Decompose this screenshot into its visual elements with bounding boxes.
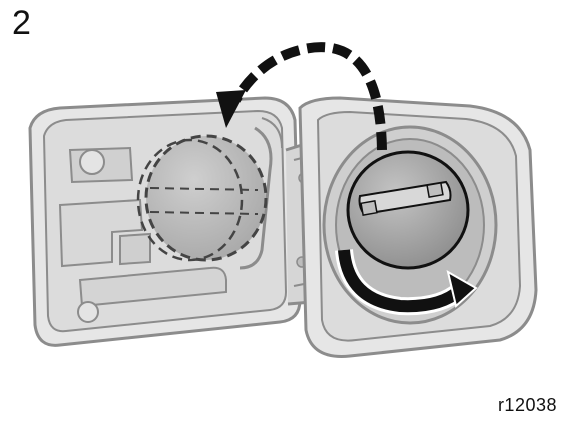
step-number: 2 (12, 4, 31, 42)
twist-arrow (335, 248, 478, 316)
fuel-cap (346, 150, 470, 270)
move-to-holder-arrow (216, 42, 387, 151)
figure-code: r12038 (497, 395, 557, 415)
cap-holder-ghost (136, 134, 268, 262)
